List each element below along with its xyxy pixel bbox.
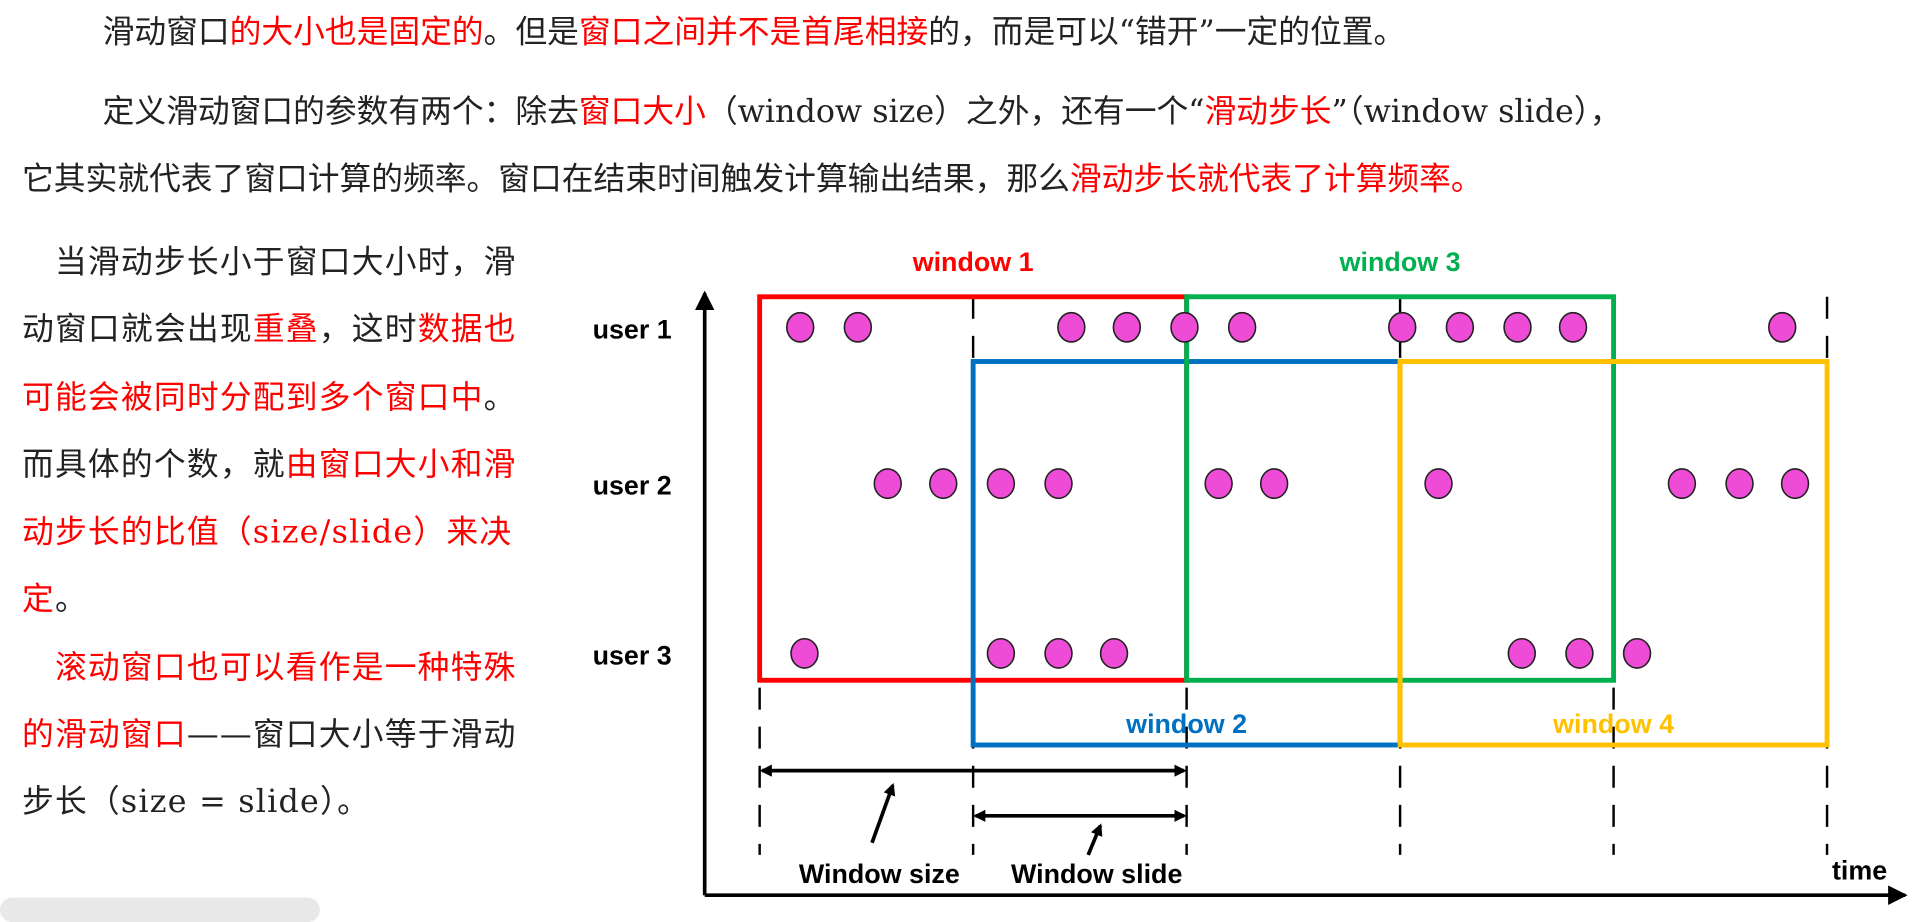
event-dot [1044,637,1073,669]
text-segment: 滑动窗口 [102,14,230,52]
event-dot [1057,311,1086,343]
text-segment: 它其实就代表了窗口计算的频率。窗口在结束时间触发计算输出结果，那么 [21,161,1070,198]
footer-overlay [0,897,320,922]
window-slide-pointer-arrow [1086,823,1103,856]
window-size-label: Window size [799,859,960,889]
text-segment: 。 [54,581,88,619]
user-label: user 2 [593,471,672,501]
window-2-label: window 2 [1125,709,1247,739]
event-dot [1667,468,1697,500]
window-size-pointer-arrow [870,782,896,844]
event-dot [785,311,815,343]
event-dot [1558,311,1588,343]
event-dot [1044,468,1073,500]
highlight-text: 滑动步长就代表了计算频率。 [1069,161,1483,198]
text-segment: （window size）之外，还有一个“ [705,94,1205,131]
event-dot [843,311,873,343]
event-dot [1768,311,1797,343]
event-dot [1622,637,1652,669]
paragraph-tumbling-special-case: 滚动窗口也可以看作是一种特殊的滑动窗口——窗口大小等于滑动步长（size = s… [22,635,535,838]
event-dot [986,637,1016,669]
event-dot [790,637,819,669]
event-dot [1099,637,1129,669]
highlight-text: 数据也可能会被同时分配到多个窗口中 [21,311,517,416]
event-dot [1445,311,1475,343]
event-dot [1227,311,1257,343]
x-axis-label: time [1832,855,1887,885]
window-1-label: window 1 [912,247,1034,277]
text-segment: 。而具体的个数，就 [21,379,517,484]
highlight-text: 滚动窗口也可以看作是一种特殊的滑动窗口 [21,649,517,754]
paragraph-overlap: 当滑动步长小于窗口大小时，滑动窗口就会出现重叠，这时数据也可能会被同时分配到多个… [22,230,535,635]
paragraph-window-params: 定义滑动窗口的参数有两个：除去窗口大小（window size）之外，还有一个“… [103,79,1622,146]
event-dot [1565,637,1594,669]
user-label: user 3 [593,640,672,670]
event-dot [986,468,1016,500]
event-dot [1112,311,1142,343]
highlight-text: 滑动步长 [1204,94,1332,131]
event-dot [1388,311,1417,343]
user-label: user 1 [593,314,672,344]
highlight-text: 窗口之间并不是首尾相接 [578,14,929,52]
event-dot [1204,468,1233,500]
event-dot [929,468,958,500]
window-3-label: window 3 [1339,247,1461,277]
highlight-text: 由窗口大小和滑动步长的比值（size/slide）来决定 [21,446,517,619]
text-segment: 定义滑动窗口的参数有两个：除去 [102,94,579,131]
window-slide-label: Window slide [1011,859,1182,889]
event-dot [1507,637,1537,669]
event-dot [1780,468,1810,500]
event-dot [1503,311,1532,343]
text-segment: 的，而是可以“错开”一定的位置。 [928,14,1406,52]
text-segment: 。但是 [483,14,579,52]
event-dot [1424,468,1453,500]
text-segment: 当滑动步长小于窗口大小时，滑动窗口就会出现 [21,244,517,349]
left-explanation: 当滑动步长小于窗口大小时，滑动窗口就会出现重叠，这时数据也可能会被同时分配到多个… [22,230,535,838]
paragraph-slide-frequency: 它其实就代表了窗口计算的频率。窗口在结束时间触发计算输出结果，那么滑动步长就代表… [22,147,1483,214]
highlight-text: 的大小也是固定的 [229,14,484,52]
event-dot [1259,468,1289,500]
event-dot [873,468,902,500]
paragraph-window-fixed-size: 滑动窗口的大小也是固定的。但是窗口之间并不是首尾相接的，而是可以“错开”一定的位… [103,0,1406,67]
window-4-label: window 4 [1552,709,1674,739]
window-4-box [1397,359,1830,748]
event-dot [1725,468,1754,500]
event-dot [1170,311,1199,343]
text-segment: ，这时 [318,311,418,349]
text-segment: ——窗口大小等于滑动步长（size = slide）。 [21,716,517,822]
highlight-text: 窗口大小 [578,94,706,131]
highlight-text: 重叠 [252,311,319,349]
text-segment: ”（window slide）， [1331,94,1622,131]
